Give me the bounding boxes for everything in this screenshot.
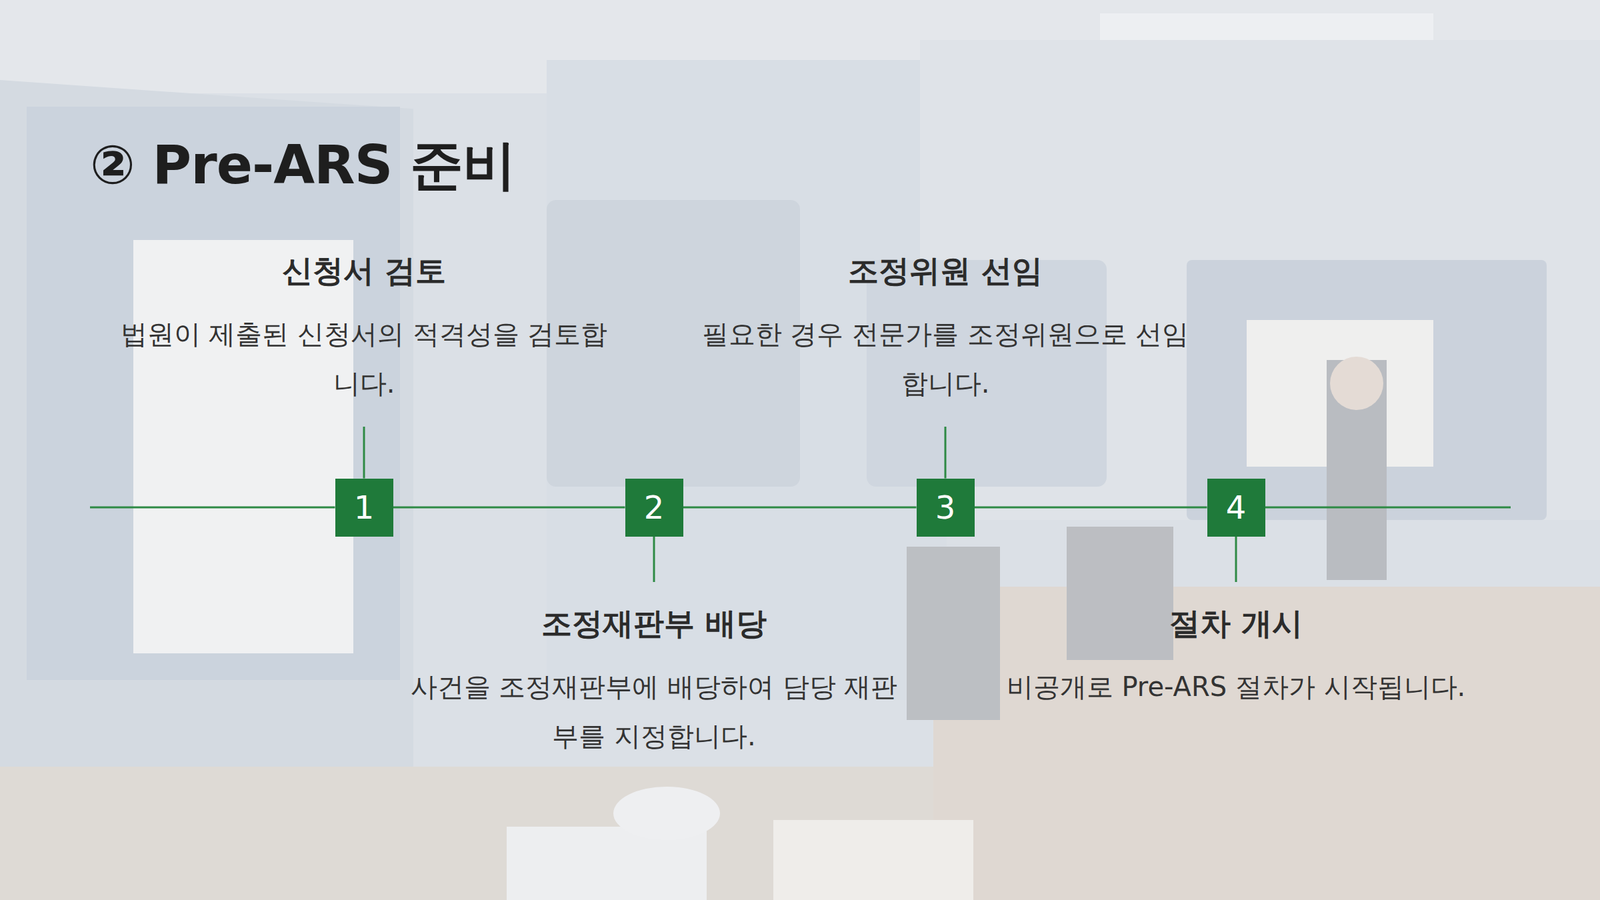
step-number-box: 4: [1207, 478, 1266, 537]
step-description: 법원이 제출된 신청서의 적격성을 검토합니다.: [110, 309, 618, 408]
step-heading: 조정위원 선임: [692, 250, 1199, 292]
timeline-connector: [683, 506, 917, 509]
step-number: 1: [354, 488, 375, 526]
timeline-line: [1265, 506, 1512, 509]
step-text-block: 절차 개시비공개로 Pre-ARS 절차가 시작됩니다.: [982, 603, 1490, 712]
leader-line: [363, 426, 366, 479]
leader-line: [1235, 536, 1238, 583]
leader-line: [944, 426, 947, 479]
step-description: 사건을 조정재판부에 배당하여 담당 재판부를 지정합니다.: [400, 662, 908, 761]
step-number-box: 3: [916, 478, 975, 537]
step-description: 필요한 경우 전문가를 조정위원으로 선임합니다.: [692, 309, 1199, 408]
leader-line: [653, 536, 656, 583]
timeline-line: [90, 506, 336, 509]
step-number: 4: [1226, 488, 1247, 526]
step-text-block: 조정재판부 배당사건을 조정재판부에 배당하여 담당 재판부를 지정합니다.: [400, 603, 908, 761]
step-text-block: 신청서 검토법원이 제출된 신청서의 적격성을 검토합니다.: [110, 250, 618, 408]
timeline-connector: [393, 506, 626, 509]
timeline-connector: [974, 506, 1208, 509]
step-number: 2: [644, 488, 665, 526]
step-number: 3: [935, 488, 956, 526]
step-heading: 절차 개시: [982, 603, 1490, 645]
step-number-box: 1: [335, 478, 394, 537]
step-number-box: 2: [625, 478, 684, 537]
step-text-block: 조정위원 선임필요한 경우 전문가를 조정위원으로 선임합니다.: [692, 250, 1199, 408]
step-description: 비공개로 Pre-ARS 절차가 시작됩니다.: [982, 662, 1490, 712]
step-heading: 조정재판부 배당: [400, 603, 908, 645]
slide-title: ② Pre-ARS 준비: [90, 130, 516, 202]
step-heading: 신청서 검토: [110, 250, 618, 292]
